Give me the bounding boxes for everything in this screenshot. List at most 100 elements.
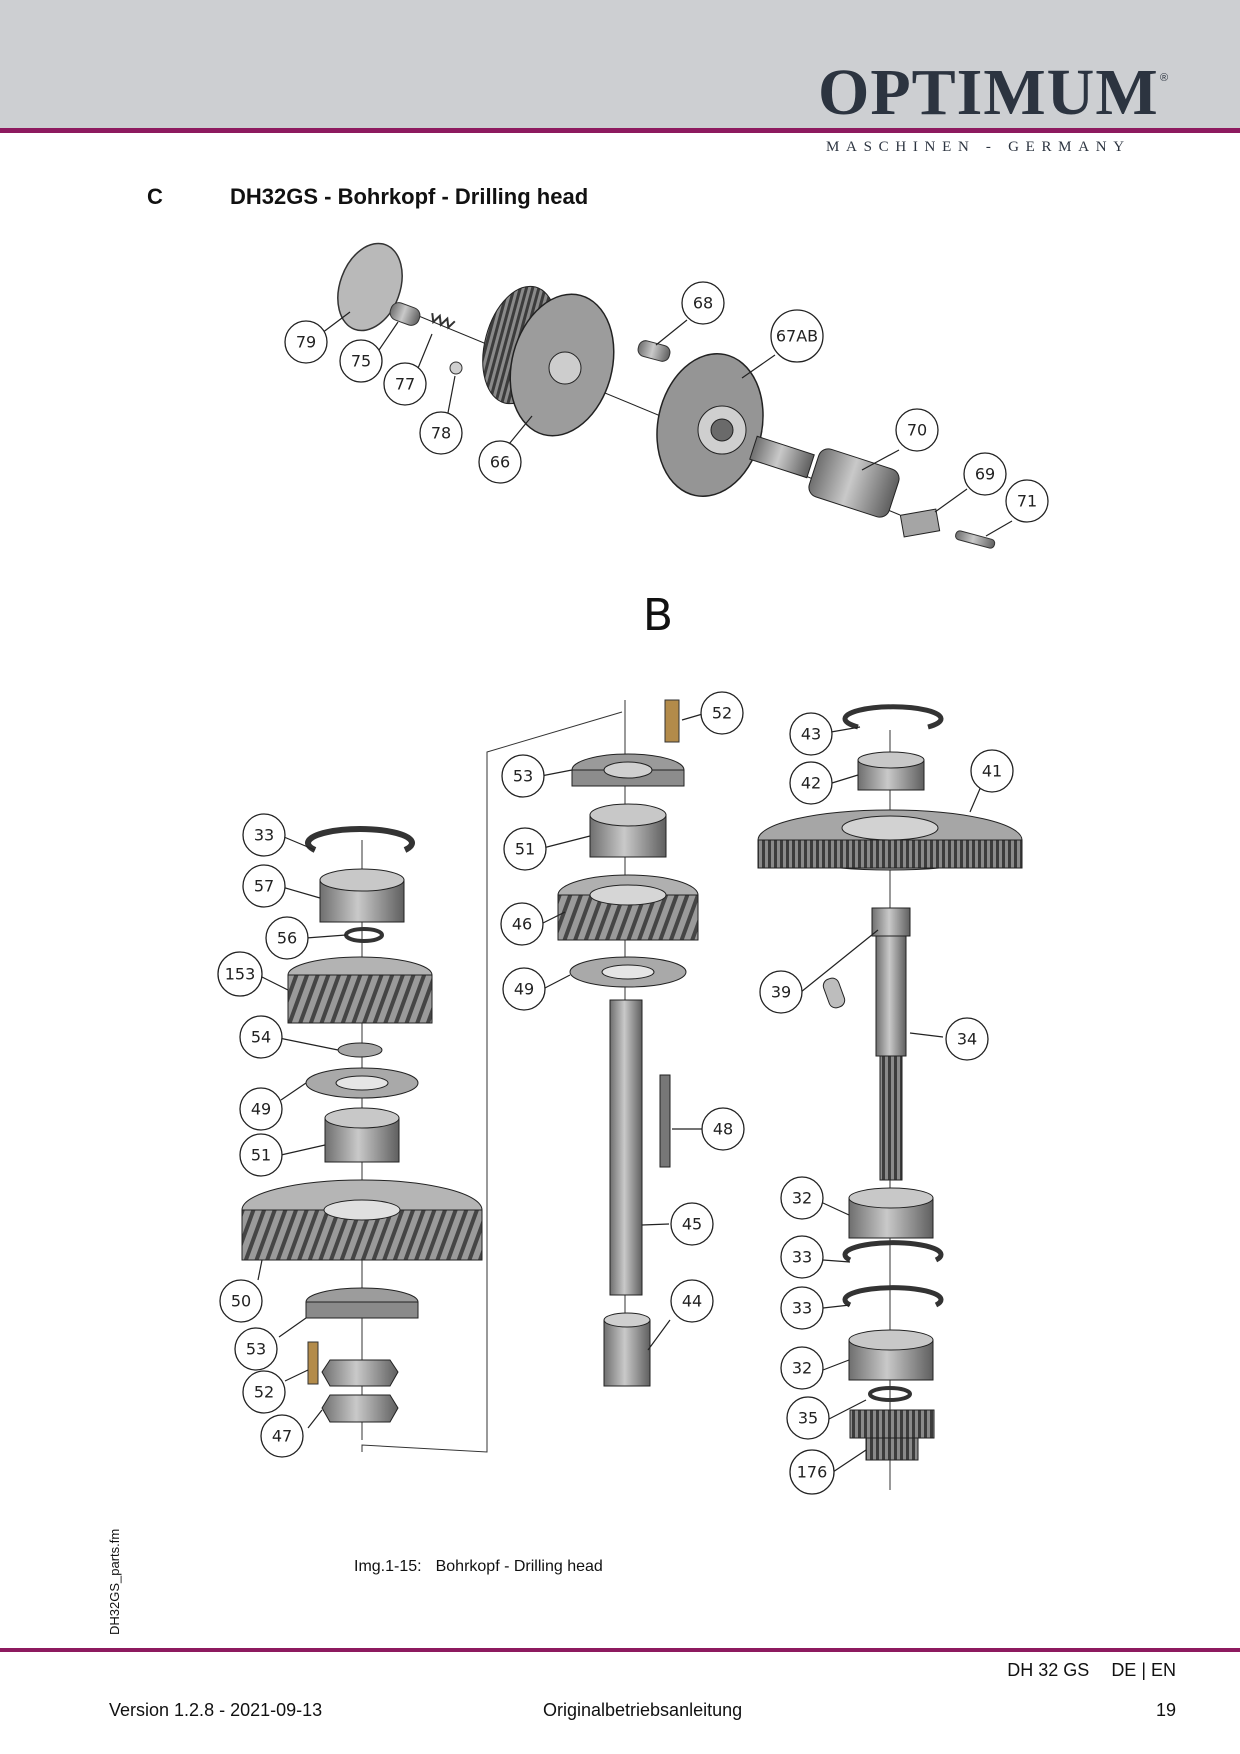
svg-text:33: 33 — [792, 1299, 812, 1318]
callout-43: 43 — [789, 712, 833, 756]
svg-text:51: 51 — [251, 1146, 271, 1165]
svg-text:153: 153 — [225, 965, 256, 984]
svg-text:52: 52 — [254, 1383, 274, 1402]
callout-49: 49 — [502, 967, 546, 1011]
hex-nut — [321, 1359, 399, 1387]
footer-version: Version 1.2.8 - 2021-09-13 — [109, 1700, 323, 1720]
svg-text:33: 33 — [254, 826, 274, 845]
callout-176: 176 — [789, 1449, 835, 1495]
callout-70: 70 — [895, 408, 939, 452]
svg-text:32: 32 — [792, 1189, 812, 1208]
callout-47: 47 — [260, 1414, 304, 1458]
callout-69: 69 — [963, 452, 1007, 496]
callout-46: 46 — [500, 902, 544, 946]
callout-35: 35 — [786, 1396, 830, 1440]
callout-41: 41 — [970, 749, 1014, 793]
center-column-parts — [557, 699, 699, 1387]
svg-text:47: 47 — [272, 1427, 292, 1446]
header-rule — [0, 128, 1240, 133]
svg-text:41: 41 — [982, 762, 1002, 781]
callout-66: 66 — [478, 440, 522, 484]
callout-51-left: 51 — [239, 1133, 283, 1177]
snap-ring-mid — [842, 1240, 944, 1263]
caption-text: Bohrkopf - Drilling head — [435, 1558, 603, 1575]
svg-text:56: 56 — [277, 929, 297, 948]
cover-disc — [337, 242, 403, 332]
svg-text:79: 79 — [296, 333, 316, 352]
callout-39: 39 — [759, 970, 803, 1014]
svg-text:71: 71 — [1017, 492, 1037, 511]
compression-spring — [431, 312, 456, 330]
svg-text:176: 176 — [797, 1463, 828, 1482]
page-number: 19 — [1155, 1700, 1176, 1720]
svg-text:35: 35 — [798, 1409, 818, 1428]
svg-text:39: 39 — [771, 983, 791, 1002]
circlip — [868, 1386, 912, 1402]
figure-caption: Img.1-15: Bohrkopf - Drilling head — [354, 1558, 603, 1576]
svg-text:75: 75 — [351, 352, 371, 371]
callout-75: 75 — [339, 339, 383, 383]
double-gear — [849, 1409, 935, 1439]
callout-33-left: 33 — [242, 813, 286, 857]
footer-rule — [0, 1648, 1240, 1652]
brand-registered-mark: ® — [1160, 72, 1169, 84]
brand-subtitle: MASCHINEN - GERMANY — [826, 139, 1131, 155]
right-column-parts — [757, 704, 1023, 1490]
svg-text:42: 42 — [801, 774, 821, 793]
callout-33-upper: 33 — [780, 1235, 824, 1279]
svg-text:57: 57 — [254, 877, 274, 896]
svg-text:70: 70 — [907, 421, 927, 440]
caption-number: Img.1-15: — [354, 1558, 422, 1575]
shaft-neck — [749, 435, 815, 479]
svg-text:50: 50 — [231, 1292, 251, 1311]
svg-text:53: 53 — [513, 767, 533, 786]
callout-33-lower: 33 — [780, 1286, 824, 1330]
assembly-bracket-line — [361, 711, 623, 1453]
callout-49-left: 49 — [239, 1087, 283, 1131]
callout-42: 42 — [789, 761, 833, 805]
callout-32-upper: 32 — [780, 1176, 824, 1220]
left-column-parts — [241, 826, 483, 1440]
callout-54: 54 — [239, 1015, 283, 1059]
main-spindle — [875, 935, 907, 1057]
dowel-pin-lower — [307, 1341, 319, 1385]
retaining-ring — [344, 927, 384, 943]
callout-34: 34 — [945, 1017, 989, 1061]
callout-78: 78 — [419, 411, 463, 455]
spindle-shaft — [609, 999, 643, 1296]
callout-48: 48 — [701, 1107, 745, 1151]
callout-53-left: 53 — [234, 1327, 278, 1371]
spring-pin — [389, 302, 421, 326]
callout-32-lower: 32 — [780, 1346, 824, 1390]
svg-text:52: 52 — [712, 704, 732, 723]
svg-text:48: 48 — [713, 1120, 733, 1139]
socket-screw — [637, 340, 671, 362]
svg-text:49: 49 — [514, 980, 534, 999]
group-label: B — [643, 590, 673, 641]
snap-ring — [305, 826, 415, 853]
svg-text:44: 44 — [682, 1292, 702, 1311]
footer-model-lang: DH 32 GS DE | EN — [1007, 1660, 1176, 1681]
footer-language: DE | EN — [1111, 1660, 1176, 1680]
large-spur-gear — [757, 839, 1023, 869]
snap-ring-top — [842, 704, 944, 730]
svg-text:67AB: 67AB — [776, 327, 818, 346]
svg-text:78: 78 — [431, 424, 451, 443]
steel-ball — [449, 361, 463, 375]
callout-52: 52 — [700, 691, 744, 735]
svg-text:46: 46 — [512, 915, 532, 934]
footer-model: DH 32 GS — [1007, 1660, 1090, 1680]
key-bar — [659, 1074, 671, 1168]
footer-doc-title: Originalbetriebsanleitung — [543, 1700, 743, 1720]
callout-57: 57 — [242, 864, 286, 908]
callout-56: 56 — [265, 916, 309, 960]
svg-text:77: 77 — [395, 375, 415, 394]
svg-text:49: 49 — [251, 1100, 271, 1119]
spacer-washer — [337, 1042, 383, 1058]
callout-71: 71 — [1005, 479, 1049, 523]
svg-text:53: 53 — [246, 1340, 266, 1359]
callout-77: 77 — [383, 362, 427, 406]
callout-79: 79 — [284, 320, 328, 364]
callout-67ab: 67AB — [770, 309, 824, 363]
spline-flange-lower — [305, 1301, 419, 1319]
